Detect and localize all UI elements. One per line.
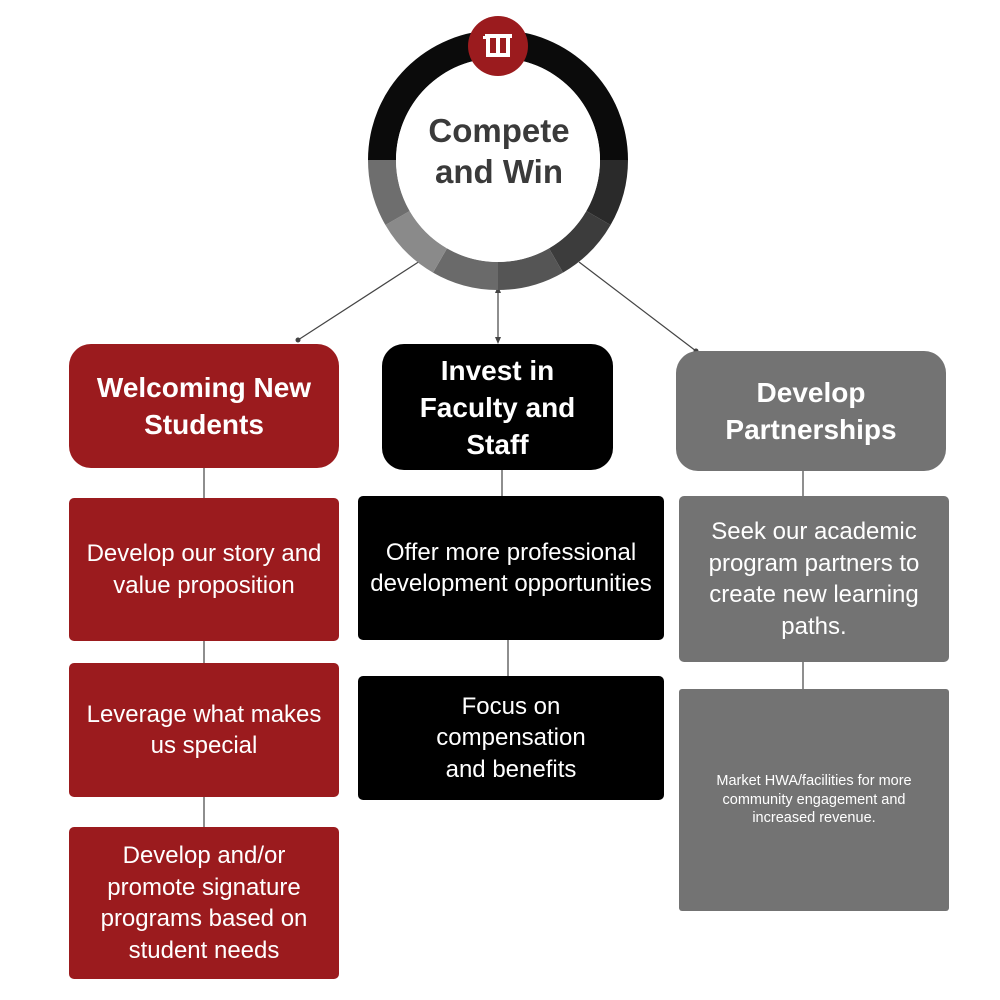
column-heading-develop-partnerships: Develop Partnerships	[676, 351, 946, 471]
center-title-line2: and Win	[434, 153, 564, 190]
initiative-text: Seek our academic program partners to cr…	[708, 518, 920, 640]
ring-segment	[368, 30, 628, 161]
university-w-logo-icon	[468, 16, 528, 76]
initiative-box: Leverage what makes us special	[69, 663, 339, 797]
ring-segment	[433, 248, 498, 290]
initiative-box: Market HWA/facilities for more community…	[679, 689, 949, 911]
column-heading-invest-faculty: Invest in Faculty and Staff	[382, 344, 613, 470]
ring-segment	[586, 160, 628, 225]
initiative-text: Leverage what makes us special	[86, 700, 322, 760]
center-title: Compete and Win	[398, 110, 600, 192]
ring-segments	[368, 30, 628, 290]
ring-segment	[368, 160, 410, 225]
column-heading-label: Invest in Faculty and Staff	[419, 354, 576, 460]
initiative-box: Seek our academic program partners to cr…	[679, 496, 949, 662]
initiative-box: Focus on compensation and benefits	[358, 676, 664, 800]
initiative-text: Develop and/or promote signature program…	[100, 842, 308, 964]
initiative-text: Offer more professional development oppo…	[370, 538, 652, 598]
connector-center-left	[297, 260, 421, 341]
initiative-box: Develop and/or promote signature program…	[69, 827, 339, 979]
initiative-box: Develop our story and value proposition	[69, 498, 339, 641]
arrow-dot-left	[295, 337, 301, 343]
ring-segment	[549, 211, 611, 273]
column-heading-label: Develop Partnerships	[725, 377, 897, 445]
initiative-text: Develop our story and value proposition	[86, 540, 322, 599]
ring-segment	[385, 211, 447, 273]
initiative-text: Market HWA/facilities for more community…	[716, 773, 912, 827]
ring-inner-circle	[396, 58, 600, 262]
ring-segment	[498, 248, 563, 290]
column-heading-welcoming-students: Welcoming New Students	[69, 344, 339, 468]
connector-center-right	[578, 261, 697, 352]
initiative-text: Focus on compensation and benefits	[436, 692, 586, 783]
arrow-head-middle-bottom	[495, 337, 501, 344]
initiative-box: Offer more professional development oppo…	[358, 496, 664, 640]
column-heading-label: Welcoming New Students	[96, 372, 312, 440]
center-title-line1: Compete	[428, 112, 570, 149]
